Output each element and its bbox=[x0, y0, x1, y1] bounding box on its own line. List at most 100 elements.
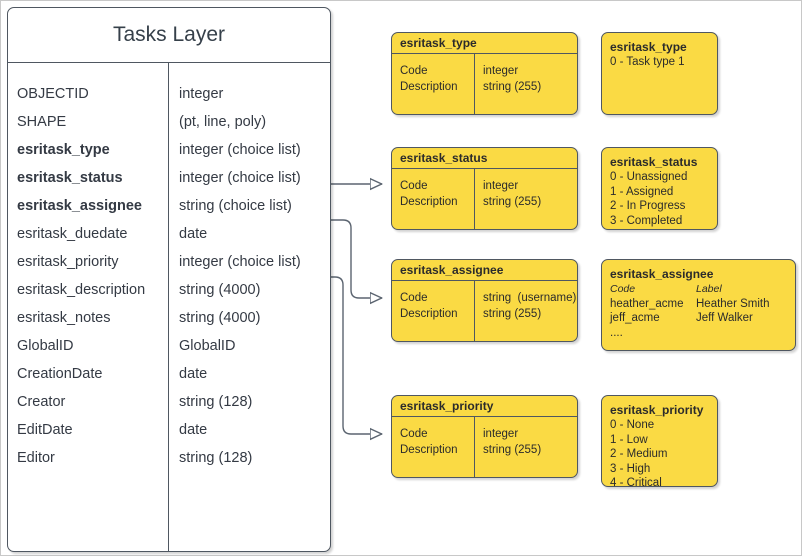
domain-field-types: string (username) string (255) bbox=[475, 281, 577, 341]
field-name: Creator bbox=[17, 394, 66, 410]
domain-field-labels: Code Description bbox=[392, 54, 475, 114]
domain-field-label: Description bbox=[400, 196, 458, 208]
values-list: 0 - Unassigned 1 - Assigned 2 - In Progres… bbox=[610, 170, 717, 228]
field-type-column: integer (pt, line, poly) integer (choice l… bbox=[169, 63, 330, 551]
field-name: esritask_priority bbox=[17, 254, 119, 270]
values-box-esritask-assignee[interactable]: esritask_assignee Code Label heather_acme H… bbox=[601, 259, 796, 351]
domain-field-labels: Code Description bbox=[392, 169, 475, 229]
values-box-title: esritask_assignee bbox=[610, 267, 714, 281]
domain-box-esritask-assignee[interactable]: esritask_assignee Code Description strin… bbox=[391, 259, 578, 342]
values-list-item: 0 - Unassigned bbox=[610, 171, 688, 183]
values-box-title: esritask_status bbox=[610, 155, 698, 169]
values-table-header-cell: Code bbox=[610, 283, 636, 295]
values-box-esritask-status[interactable]: esritask_status 0 - Unassigned 1 - Assign… bbox=[601, 147, 718, 230]
field-name: esritask_notes bbox=[17, 310, 111, 326]
values-list: 0 - None 1 - Low 2 - Medium 3 - High 4 - Cri… bbox=[610, 418, 717, 487]
values-table-header-cell: Label bbox=[696, 283, 722, 295]
values-table-row: heather_acme Heather Smith bbox=[610, 297, 795, 312]
field-name: esritask_description bbox=[17, 282, 146, 298]
field-type: string (128) bbox=[179, 450, 253, 466]
values-table-cell: heather_acme bbox=[610, 297, 684, 310]
field-type: GlobalID bbox=[179, 338, 236, 354]
field-name: esritask_assignee bbox=[17, 198, 142, 214]
values-box-title: esritask_priority bbox=[610, 403, 704, 417]
field-type: integer (choice list) bbox=[179, 170, 301, 186]
domain-field-types: integer string (255) bbox=[475, 169, 577, 229]
values-table-cell: jeff_acme bbox=[610, 312, 660, 324]
values-table-header: Code Label bbox=[610, 282, 795, 297]
domain-field-type: integer bbox=[483, 428, 519, 440]
page-title: Tasks Layer bbox=[8, 8, 330, 63]
domain-box-title: esritask_status bbox=[392, 148, 577, 169]
connector-assignee bbox=[331, 219, 382, 298]
values-list-item: 3 - High bbox=[610, 462, 651, 475]
field-type: string (4000) bbox=[179, 310, 261, 326]
domain-field-type: string (255) bbox=[483, 444, 542, 456]
values-box-esritask-type[interactable]: esritask_type 0 - Task type 1 bbox=[601, 32, 718, 115]
values-table-cell: .... bbox=[610, 326, 623, 339]
field-type: integer (choice list) bbox=[179, 254, 301, 270]
field-type: (pt, line, poly) bbox=[179, 114, 267, 130]
domain-field-labels: Code Description bbox=[392, 281, 475, 341]
values-table-cell: Heather Smith bbox=[696, 297, 770, 310]
domain-field-label: Code bbox=[400, 180, 428, 192]
field-name: EditDate bbox=[17, 422, 73, 438]
domain-field-label: Description bbox=[400, 308, 458, 320]
values-table-row: jeff_acme Jeff Walker bbox=[610, 311, 795, 326]
field-type: string (128) bbox=[179, 394, 253, 410]
values-list-item: 1 - Low bbox=[610, 433, 648, 446]
domain-box-esritask-status[interactable]: esritask_status Code Description integer… bbox=[391, 147, 578, 230]
domain-field-type: integer bbox=[483, 180, 519, 192]
values-list-item: 1 - Assigned bbox=[610, 185, 674, 198]
domain-field-label: Code bbox=[400, 65, 428, 77]
values-table-row: .... bbox=[610, 326, 795, 341]
field-type: string (choice list) bbox=[179, 198, 292, 214]
domain-field-type: string (username) bbox=[483, 292, 577, 304]
values-box-esritask-priority[interactable]: esritask_priority 0 - None 1 - Low 2 - Med… bbox=[601, 395, 718, 487]
values-table-cell: Jeff Walker bbox=[696, 312, 753, 324]
field-type: integer (choice list) bbox=[179, 142, 301, 158]
field-name: SHAPE bbox=[17, 114, 67, 130]
values-list-item: 2 - In Progress bbox=[610, 200, 686, 212]
values-list-item: 0 - None bbox=[610, 419, 655, 431]
domain-field-type: string (255) bbox=[483, 308, 542, 320]
domain-field-type: string (255) bbox=[483, 196, 542, 208]
values-list-item: 2 - Medium bbox=[610, 448, 668, 460]
field-type: string (4000) bbox=[179, 282, 261, 298]
field-type: date bbox=[179, 366, 208, 382]
domain-box-title: esritask_type bbox=[392, 33, 577, 54]
domain-field-label: Description bbox=[400, 444, 458, 456]
field-name: OBJECTID bbox=[17, 86, 89, 102]
field-name: esritask_type bbox=[17, 142, 110, 158]
field-type: date bbox=[179, 422, 208, 438]
field-name: Editor bbox=[17, 450, 55, 466]
field-name: GlobalID bbox=[17, 338, 74, 354]
domain-field-label: Description bbox=[400, 81, 458, 93]
field-type: date bbox=[179, 226, 208, 242]
values-list-item: 0 - Task type 1 bbox=[610, 56, 685, 68]
values-list: 0 - Task type 1 bbox=[610, 55, 717, 70]
values-list-item: 4 - Critical bbox=[610, 477, 662, 487]
layer-field-list: OBJECTID SHAPE esritask_type esritask_statu… bbox=[8, 63, 330, 551]
domain-field-type: integer bbox=[483, 65, 519, 77]
domain-box-title: esritask_priority bbox=[392, 396, 577, 417]
domain-field-type: string (255) bbox=[483, 81, 542, 93]
domain-field-label: Code bbox=[400, 428, 428, 440]
values-box-title: esritask_type bbox=[610, 40, 687, 54]
domain-box-esritask-type[interactable]: esritask_type Code Description integer s… bbox=[391, 32, 578, 115]
domain-field-types: integer string (255) bbox=[475, 54, 577, 114]
domain-field-types: integer string (255) bbox=[475, 417, 577, 477]
field-name-column: OBJECTID SHAPE esritask_type esritask_statu… bbox=[8, 63, 169, 551]
domain-box-esritask-priority[interactable]: esritask_priority Code Description integ… bbox=[391, 395, 578, 478]
domain-field-labels: Code Description bbox=[392, 417, 475, 477]
values-list-item: 3 - Completed bbox=[610, 214, 683, 227]
field-name: CreationDate bbox=[17, 366, 103, 382]
connector-priority bbox=[331, 276, 382, 434]
field-type: integer bbox=[179, 86, 224, 102]
field-name: esritask_status bbox=[17, 170, 123, 186]
field-name: esritask_duedate bbox=[17, 226, 128, 242]
domain-box-title: esritask_assignee bbox=[392, 260, 577, 281]
